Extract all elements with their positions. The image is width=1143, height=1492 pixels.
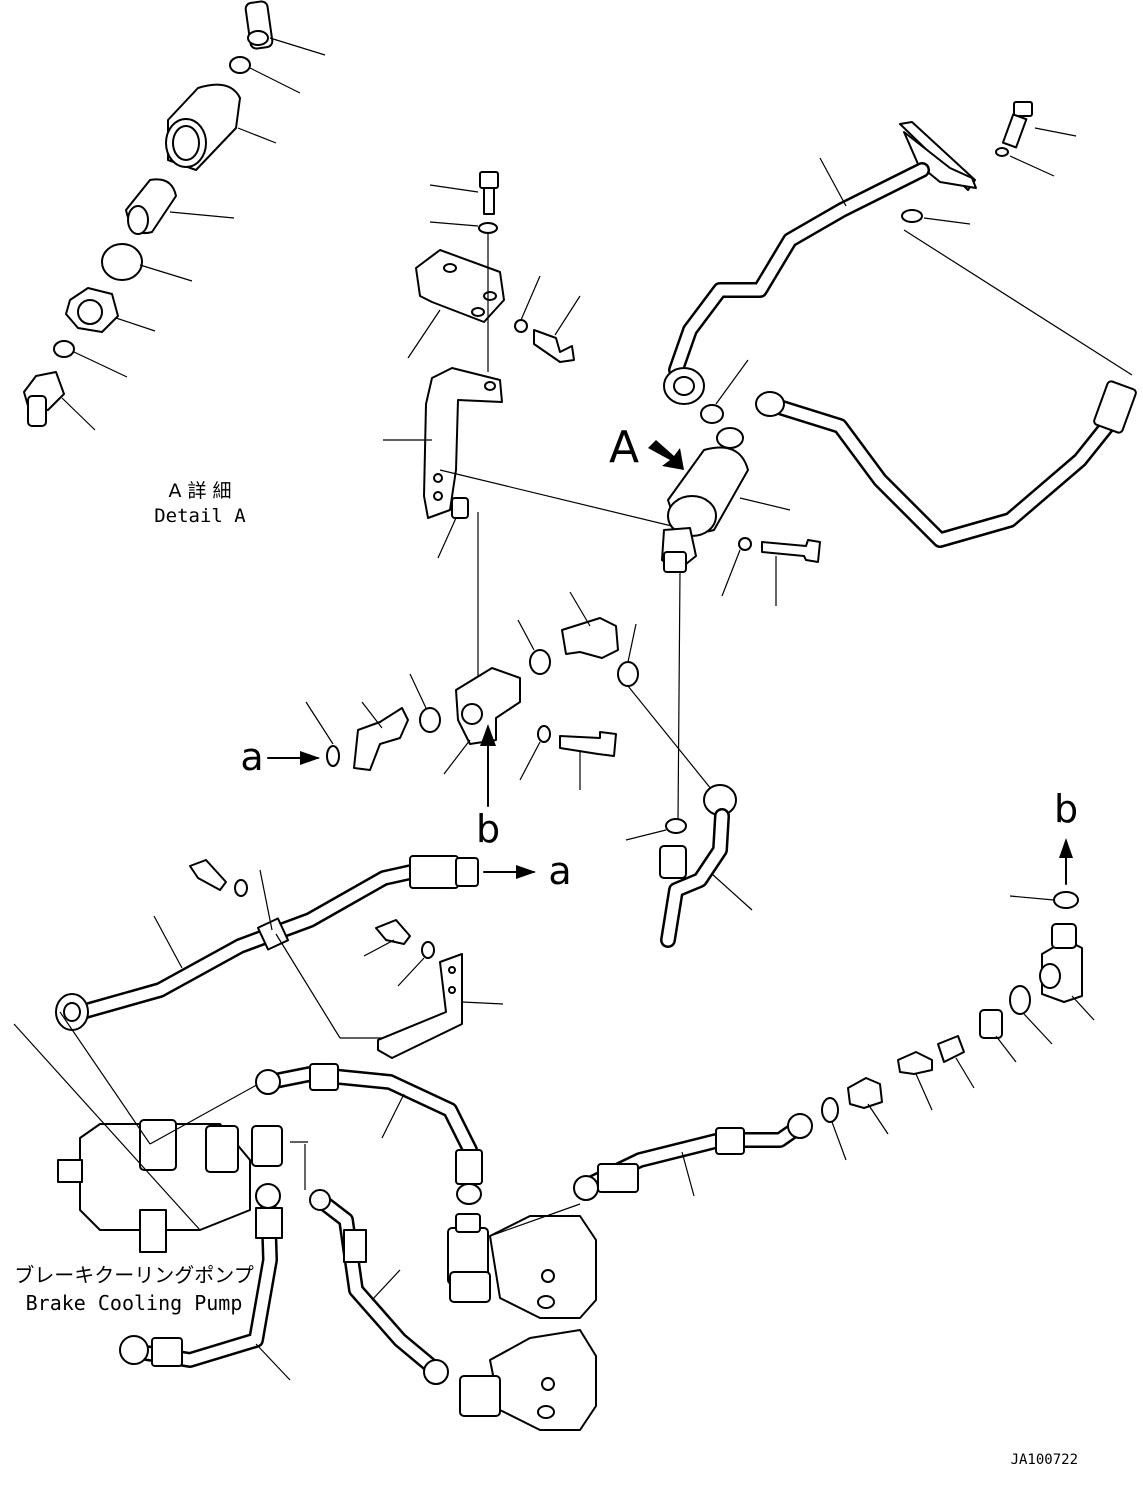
lower-right-hose bbox=[489, 1113, 813, 1237]
detail-label-en: Detail A bbox=[154, 505, 246, 527]
view-a-label: A bbox=[609, 422, 639, 473]
brake-valve-upper bbox=[447, 1213, 597, 1319]
filter-hose bbox=[625, 784, 753, 948]
bracket-assembly bbox=[383, 171, 681, 559]
filter-assembly bbox=[661, 427, 821, 821]
pump-hoses bbox=[119, 1063, 483, 1385]
left-long-hose bbox=[55, 855, 536, 1039]
ref-b-bottom: b bbox=[476, 807, 500, 851]
ref-a-left: a bbox=[240, 735, 263, 779]
detail-a-exploded-parts bbox=[23, 0, 326, 431]
brake-cooling-pump bbox=[13, 1011, 308, 1253]
upper-right-tube bbox=[663, 101, 1137, 548]
pump-label-jp: ブレーキクーリングポンプ bbox=[14, 1263, 253, 1287]
detail-label-jp: A 詳 細 bbox=[168, 480, 231, 502]
ref-a-right: a bbox=[548, 849, 571, 893]
drawing-id: JA100722 bbox=[1011, 1452, 1078, 1468]
ref-b-right: b bbox=[1054, 787, 1078, 831]
small-bracket bbox=[363, 919, 504, 1059]
view-a-arrow bbox=[648, 440, 684, 470]
brake-valve-lower bbox=[459, 1329, 597, 1431]
check-valve-parts bbox=[821, 838, 1095, 1161]
valve-block bbox=[267, 512, 721, 807]
pump-label-en: Brake Cooling Pump bbox=[26, 1291, 243, 1315]
